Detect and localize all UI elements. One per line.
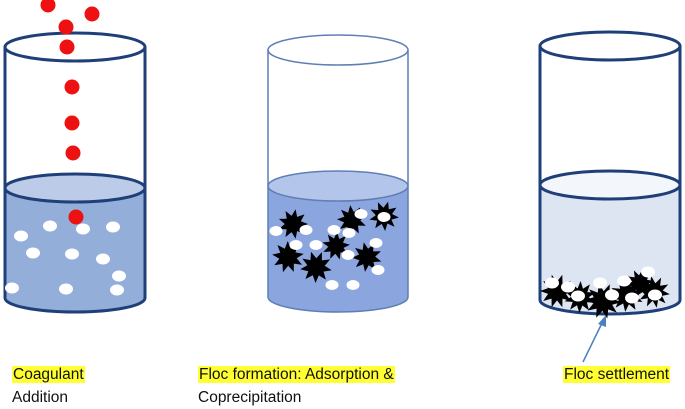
- particle-icon: [269, 226, 283, 236]
- particle-icon: [605, 289, 619, 301]
- beaker-floc-settlement: [538, 30, 682, 319]
- beaker-bottom: [3, 297, 147, 314]
- coagulant-drop-icon: [65, 145, 81, 161]
- floc-icon: [300, 251, 332, 283]
- water-surface: [267, 170, 409, 202]
- particle-icon: [106, 221, 120, 233]
- particle-icon: [289, 240, 303, 250]
- beaker-bottom: [267, 296, 409, 313]
- caption-line: Floc settlement: [563, 366, 671, 383]
- caption-line: Floc formation: Adsorption &: [198, 366, 395, 383]
- particle-icon: [354, 209, 368, 219]
- particle-icon: [5, 282, 19, 294]
- floc-icon: [352, 242, 382, 272]
- particle-icon: [545, 277, 559, 289]
- particle-icon: [327, 225, 341, 235]
- particle-icon: [65, 248, 79, 260]
- caption-line: Coprecipitation: [198, 389, 302, 406]
- arrow-head: [598, 315, 606, 327]
- particle-icon: [76, 223, 90, 235]
- coagulant-drop-icon: [59, 39, 75, 55]
- particle-icon: [371, 265, 385, 275]
- coagulant-drop-icon: [58, 19, 74, 35]
- beaker-rim: [538, 30, 682, 62]
- particle-icon: [641, 266, 655, 278]
- beaker-rim: [267, 34, 409, 66]
- coagulant-drop-icon: [84, 6, 100, 22]
- particle-icon: [593, 277, 607, 289]
- particle-icon: [112, 270, 126, 282]
- particle-icon: [59, 283, 73, 295]
- particle-icon: [346, 280, 360, 290]
- particle-icon: [377, 212, 391, 222]
- arrow-shaft: [582, 320, 604, 363]
- caption-floc-settlement: Floc settlement: [563, 363, 671, 386]
- coagulant-drop-icon: [40, 0, 56, 13]
- particle-icon: [299, 225, 313, 235]
- caption-floc-formation: Floc formation: Adsorption & Coprecipita…: [198, 363, 395, 409]
- water-surface: [3, 172, 147, 204]
- beaker-rim: [3, 31, 147, 63]
- floc-icon: [585, 283, 621, 319]
- arrow-icon: [582, 315, 606, 363]
- coagulant-drop-icon: [68, 209, 84, 225]
- particle-icon: [325, 280, 339, 290]
- particle-icon: [369, 238, 383, 248]
- particle-icon: [309, 240, 323, 250]
- particle-icon: [26, 247, 40, 259]
- particle-icon: [341, 250, 355, 260]
- particle-icon: [110, 284, 124, 296]
- beaker-floc-formation: [267, 34, 409, 313]
- particle-icon: [648, 289, 662, 301]
- particle-icon: [625, 292, 639, 304]
- caption-line: Addition: [12, 389, 69, 406]
- beaker-coagulant-addition: [3, 0, 147, 314]
- particle-icon: [96, 253, 110, 265]
- water-surface: [538, 169, 682, 201]
- particle-icon: [14, 230, 28, 242]
- particle-icon: [43, 220, 57, 232]
- particle-icon: [617, 275, 631, 287]
- particle-icon: [571, 290, 585, 302]
- coagulant-drop-icon: [64, 79, 80, 95]
- caption-coagulant-addition: Coagulant Addition: [12, 363, 85, 409]
- particle-icon: [561, 281, 575, 293]
- beaker-bottom: [538, 299, 682, 316]
- caption-line: Coagulant: [12, 366, 85, 383]
- particle-icon: [342, 228, 356, 238]
- coagulant-drop-icon: [64, 115, 80, 131]
